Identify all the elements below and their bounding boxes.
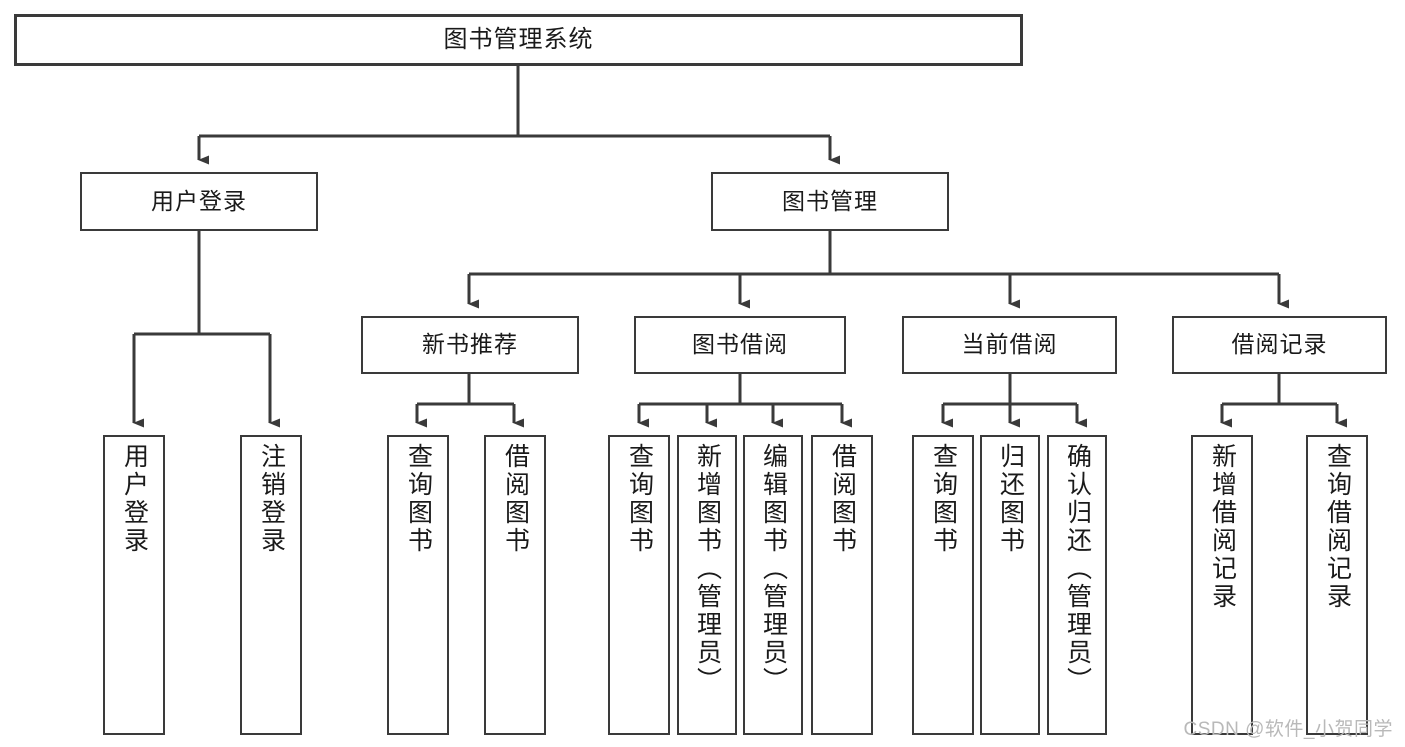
leaf-book-borrow-query[interactable]: 查询图书 [608, 435, 670, 735]
leaf-current-borrow-return[interactable]: 归还图书 [980, 435, 1040, 735]
node-label: 用户登录 [120, 443, 149, 555]
node-new-book-recommend[interactable]: 新书推荐 [361, 316, 579, 374]
node-label: 编辑图书（管理员） [759, 443, 788, 695]
node-label: 查询借阅记录 [1323, 443, 1352, 611]
leaf-borrow-record-query[interactable]: 查询借阅记录 [1306, 435, 1368, 735]
node-label: 图书管理 [782, 187, 878, 214]
leaf-new-book-query[interactable]: 查询图书 [387, 435, 449, 735]
leaf-user-login-signin[interactable]: 用户登录 [103, 435, 165, 735]
node-label: 借阅图书 [501, 443, 530, 555]
node-label: 图书借阅 [692, 331, 788, 358]
node-label: 借阅记录 [1231, 331, 1328, 358]
node-label: 新增图书（管理员） [693, 443, 722, 695]
node-label: 借阅图书 [828, 443, 857, 555]
node-label: 查询图书 [625, 443, 654, 555]
leaf-book-borrow-edit-admin[interactable]: 编辑图书（管理员） [743, 435, 803, 735]
leaf-user-login-signout[interactable]: 注销登录 [240, 435, 302, 735]
node-label: 新增借阅记录 [1208, 443, 1237, 611]
leaf-book-borrow-borrow[interactable]: 借阅图书 [811, 435, 873, 735]
node-user-login[interactable]: 用户登录 [80, 172, 318, 231]
leaf-current-borrow-confirm-admin[interactable]: 确认归还（管理员） [1047, 435, 1107, 735]
leaf-new-book-borrow[interactable]: 借阅图书 [484, 435, 546, 735]
leaf-current-borrow-query[interactable]: 查询图书 [912, 435, 974, 735]
node-label: 注销登录 [257, 443, 286, 555]
node-root-library-system[interactable]: 图书管理系统 [14, 14, 1023, 66]
node-label: 归还图书 [996, 443, 1025, 555]
node-label: 图书管理系统 [443, 25, 594, 53]
node-label: 查询图书 [404, 443, 433, 555]
csdn-watermark: CSDN @软件_小贺同学 [1183, 719, 1393, 740]
node-book-borrow[interactable]: 图书借阅 [634, 316, 846, 374]
node-book-management[interactable]: 图书管理 [711, 172, 949, 231]
node-label: 查询图书 [929, 443, 958, 555]
leaf-borrow-record-add[interactable]: 新增借阅记录 [1191, 435, 1253, 735]
node-label: 新书推荐 [422, 331, 518, 358]
node-current-borrow[interactable]: 当前借阅 [902, 316, 1117, 374]
leaf-book-borrow-add-admin[interactable]: 新增图书（管理员） [677, 435, 737, 735]
node-label: 确认归还（管理员） [1063, 443, 1092, 695]
node-borrow-record[interactable]: 借阅记录 [1172, 316, 1387, 374]
node-label: 当前借阅 [961, 331, 1058, 358]
node-label: 用户登录 [151, 187, 247, 214]
